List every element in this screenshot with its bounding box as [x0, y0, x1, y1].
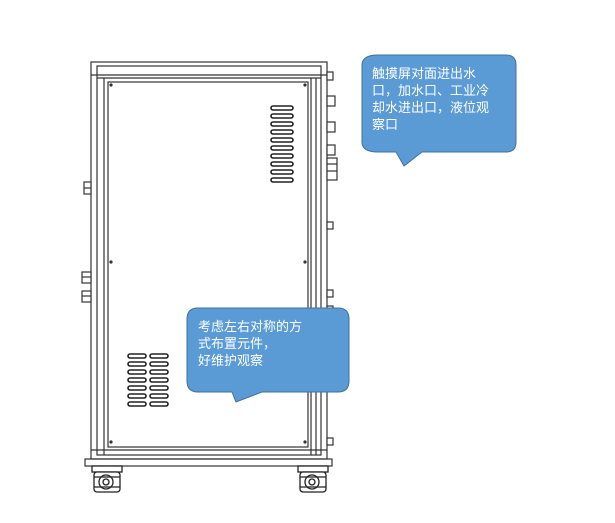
callout-bottom-bubble [186, 307, 350, 403]
caster-left [91, 465, 123, 493]
right-fittings [326, 71, 338, 446]
cabinet-body [84, 61, 333, 467]
panel-screws [109, 83, 307, 444]
vent-upper [270, 105, 294, 183]
caster-right [297, 465, 329, 493]
callout-top-bubble [361, 54, 517, 167]
callout-top-text: 触摸屏对面进出水 口，加水口、工业冷 却水进出口，液位观 察口 [372, 67, 490, 133]
callout-bottom-text: 考虑左右对称的方 式布置元件， 好维护观察 [198, 320, 303, 369]
left-fittings [81, 181, 92, 303]
vent-lower [127, 353, 169, 407]
